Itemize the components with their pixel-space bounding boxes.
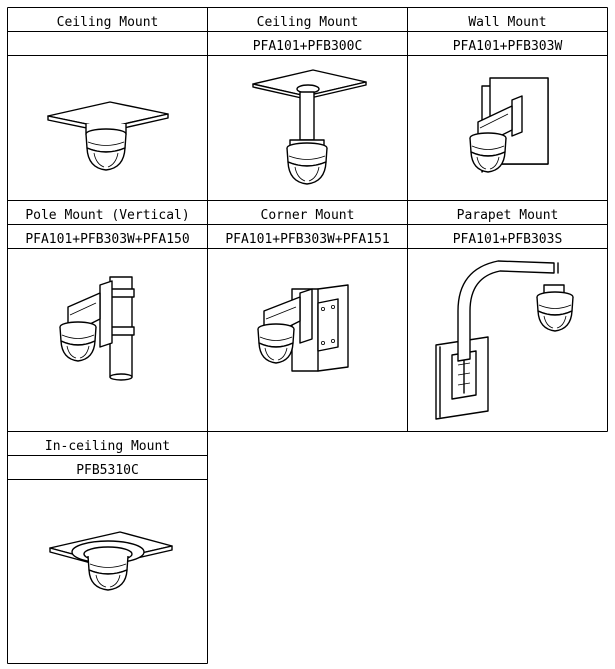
mount-cell-wall: Wall Mount PFA101+PFB303W bbox=[408, 8, 607, 200]
corner-mount-illustration bbox=[208, 249, 407, 431]
wall-mount-illustration bbox=[408, 56, 607, 200]
mount-model: PFA101+PFB303S bbox=[452, 232, 563, 247]
mount-cell-pendant: Ceiling Mount PFA101+PFB300C bbox=[208, 8, 407, 200]
ceiling-mount-illustration bbox=[8, 56, 207, 200]
mount-model: PFA101+PFB300C bbox=[252, 39, 363, 54]
in-ceiling-mount-illustration bbox=[8, 480, 207, 663]
mount-title: Corner Mount bbox=[260, 208, 355, 223]
mount-title: Ceiling Mount bbox=[256, 15, 359, 30]
pole-mount-illustration bbox=[8, 249, 207, 431]
mount-title: Parapet Mount bbox=[456, 208, 559, 223]
mount-title: Pole Mount (Vertical) bbox=[25, 208, 190, 223]
pendant-mount-illustration bbox=[208, 56, 407, 200]
mount-cell-corner: Corner Mount PFA101+PFB303W+PFA151 bbox=[208, 201, 407, 431]
mount-title: In-ceiling Mount bbox=[44, 439, 171, 454]
mount-model: PFA101+PFB303W+PFA151 bbox=[225, 232, 390, 247]
mount-cell-in-ceiling: In-ceiling Mount PFB5310C bbox=[8, 432, 207, 663]
mount-cell-parapet: Parapet Mount PFA101+PFB303S bbox=[408, 201, 607, 431]
mount-cell-ceiling: Ceiling Mount bbox=[8, 8, 207, 200]
mount-title: Wall Mount bbox=[468, 15, 547, 30]
mount-model: PFB5310C bbox=[76, 463, 139, 478]
mount-title: Ceiling Mount bbox=[56, 15, 159, 30]
mount-model: PFA101+PFB303W bbox=[452, 39, 563, 54]
parapet-mount-illustration bbox=[408, 249, 607, 431]
mount-model: PFA101+PFB303W+PFA150 bbox=[25, 232, 190, 247]
mount-model bbox=[8, 36, 207, 58]
mount-cell-pole: Pole Mount (Vertical) PFA101+PFB303W+PFA… bbox=[8, 201, 207, 431]
